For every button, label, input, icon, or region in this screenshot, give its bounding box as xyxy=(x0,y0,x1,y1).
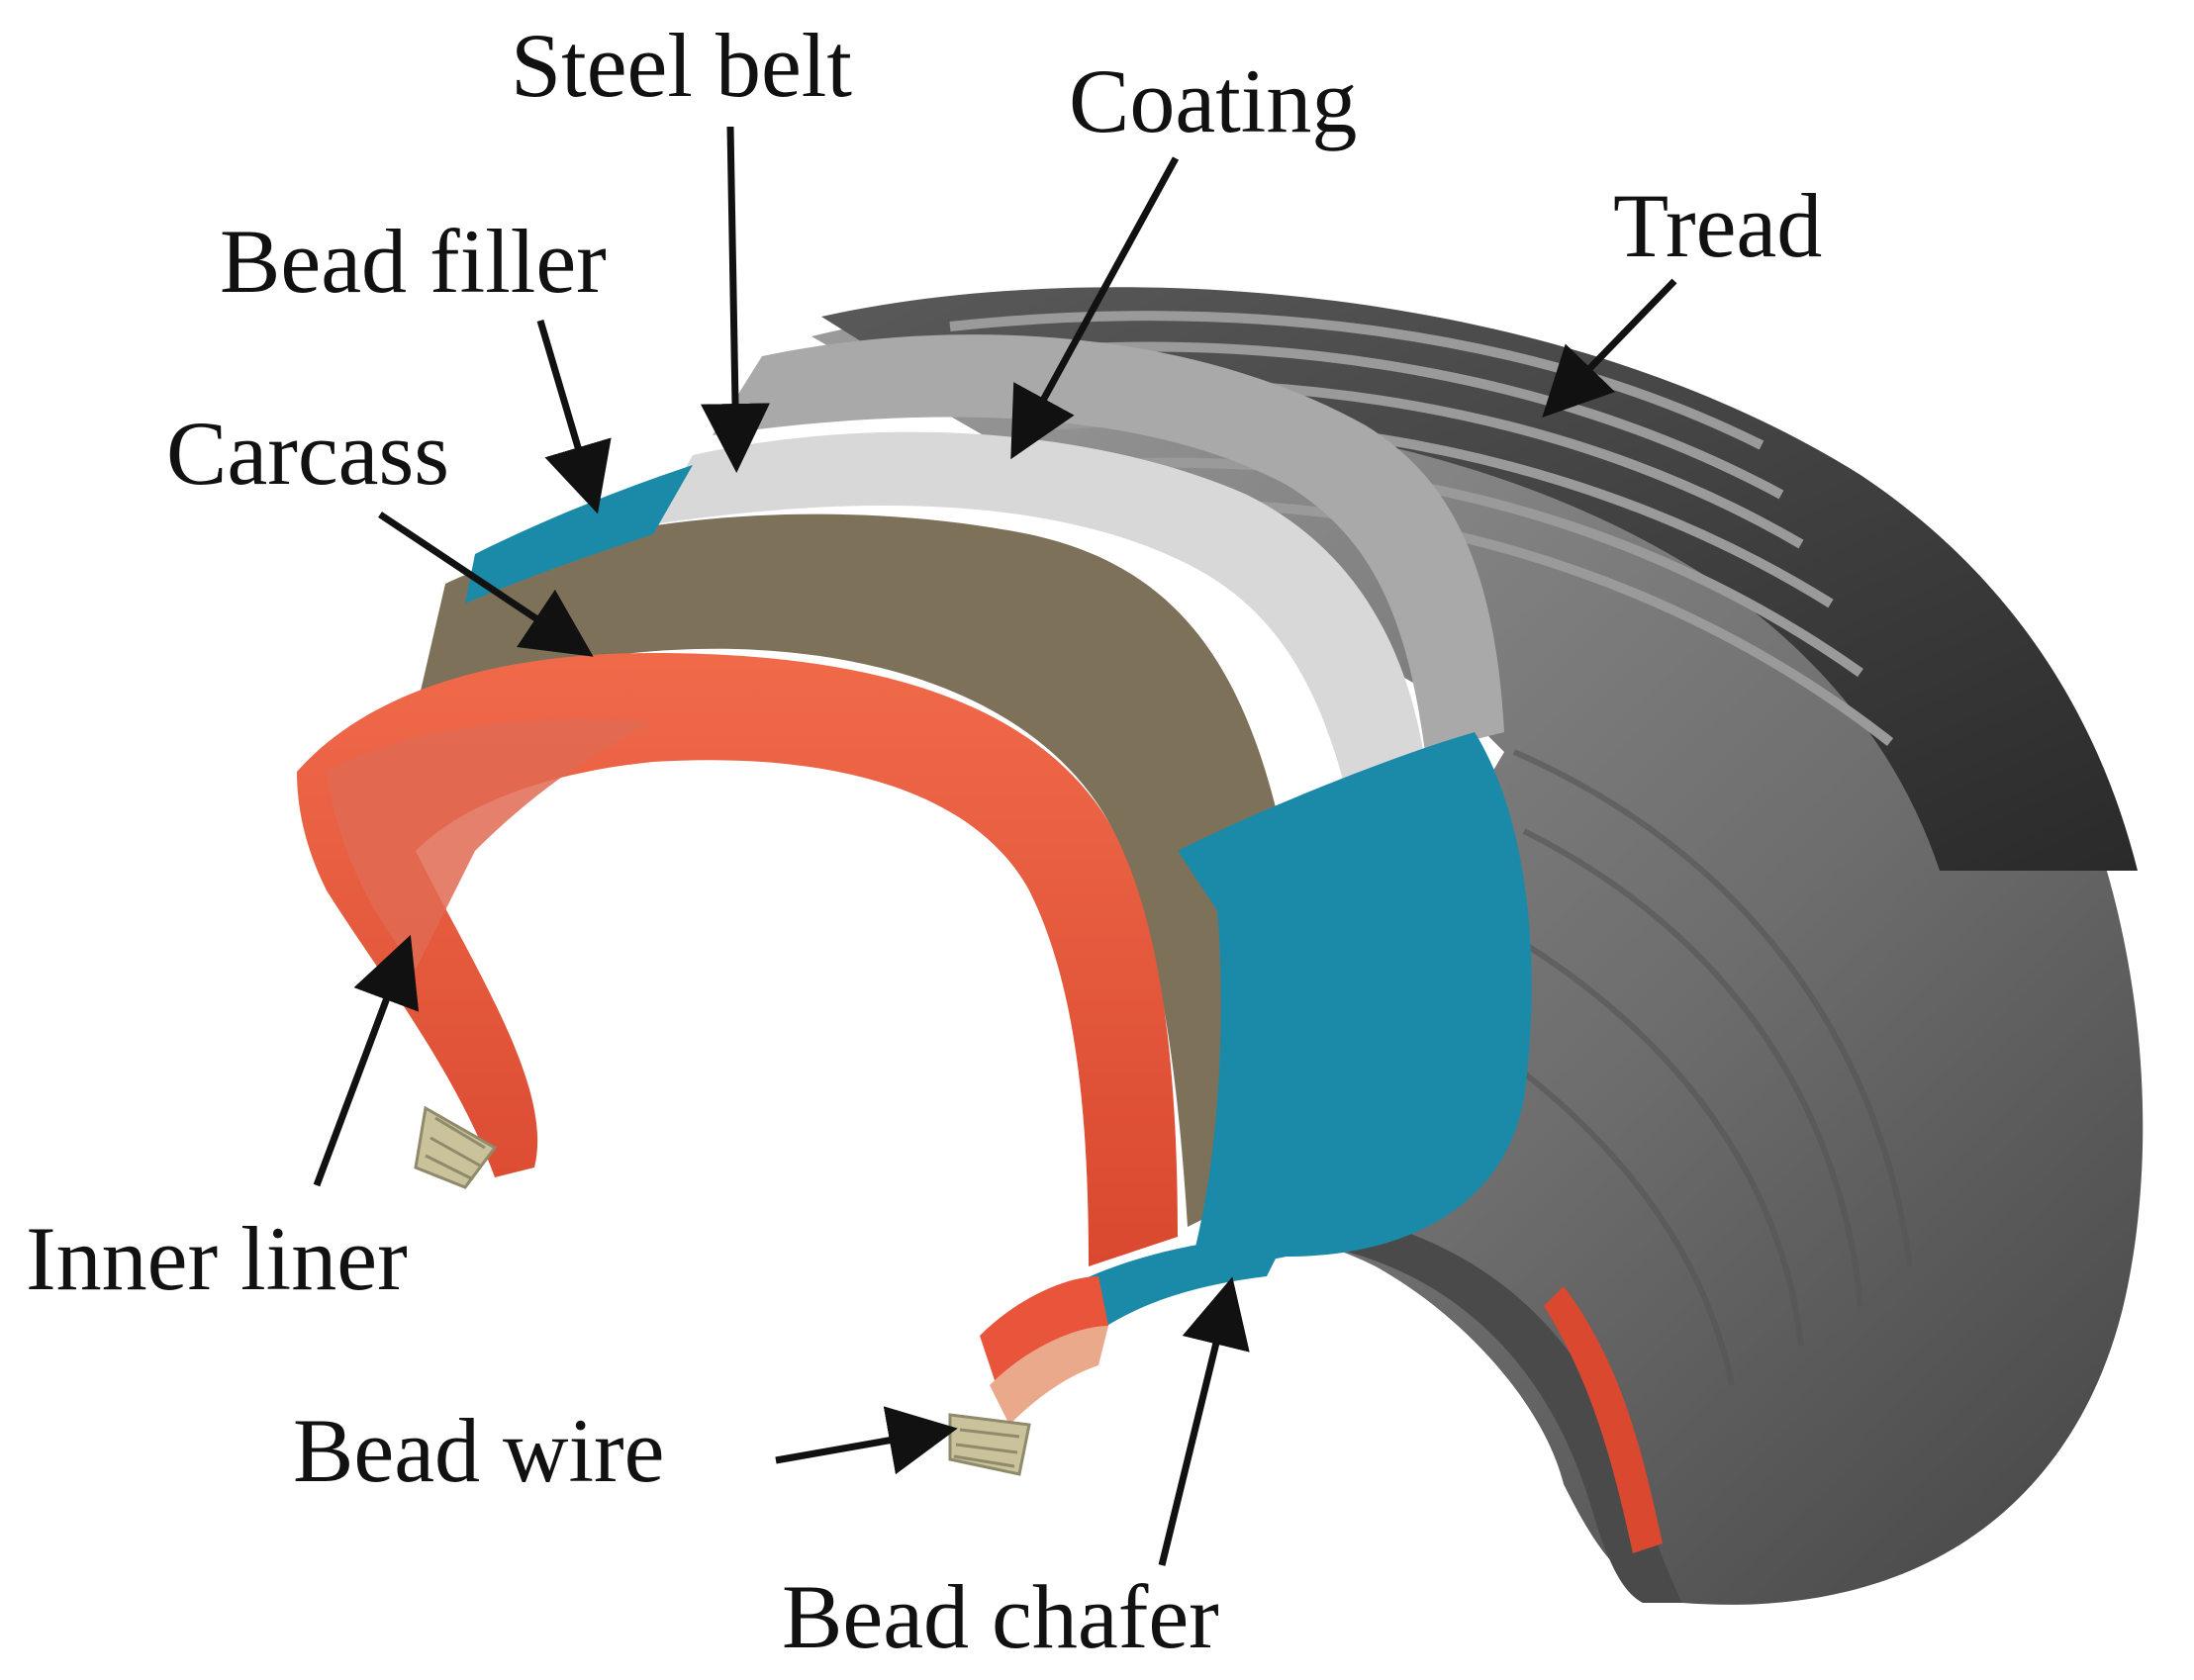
steel-belt-band xyxy=(653,431,1425,792)
pointer-arrows xyxy=(313,126,1677,1566)
label-coating: Coating xyxy=(1069,50,1358,151)
label-tread: Tread xyxy=(1613,175,1823,276)
arrow-carcass xyxy=(378,512,594,657)
sidewall-inner-band xyxy=(1326,1212,1682,1603)
bead-filler-region xyxy=(465,465,693,604)
bead-chafer-region xyxy=(1178,732,1532,1276)
label-bead-wire: Bead wire xyxy=(293,1400,665,1501)
arrow-coating xyxy=(1010,156,1180,460)
arrow-bead-wire xyxy=(775,1406,958,1475)
label-steel-belt: Steel belt xyxy=(511,15,852,116)
label-inner-liner: Inner liner xyxy=(26,1208,408,1309)
label-bead-filler: Bead filler xyxy=(220,211,607,312)
label-carcass: Carcass xyxy=(166,403,450,504)
coating-band xyxy=(713,334,1504,752)
arrow-bead-chafer xyxy=(1158,1276,1250,1566)
bead-wire-cover xyxy=(990,1326,1108,1425)
arrow-bead-filler xyxy=(536,320,612,514)
carcass-band xyxy=(416,513,1288,1227)
inner-liner-inner-surface xyxy=(327,718,653,970)
bead-chafer-lower xyxy=(1069,1237,1287,1346)
inner-liner-lower-fold xyxy=(980,1276,1108,1395)
arrow-inner-liner xyxy=(313,934,420,1187)
far-inner-liner-strip xyxy=(1544,1286,1663,1553)
bead-wire-left xyxy=(414,1105,498,1189)
arrow-steel-belt xyxy=(701,126,770,473)
label-bead-chafer: Bead chafer xyxy=(782,1566,1219,1667)
bead-wire-right xyxy=(948,1413,1031,1476)
inner-liner xyxy=(297,653,1178,1266)
arrow-tread xyxy=(1542,278,1677,419)
